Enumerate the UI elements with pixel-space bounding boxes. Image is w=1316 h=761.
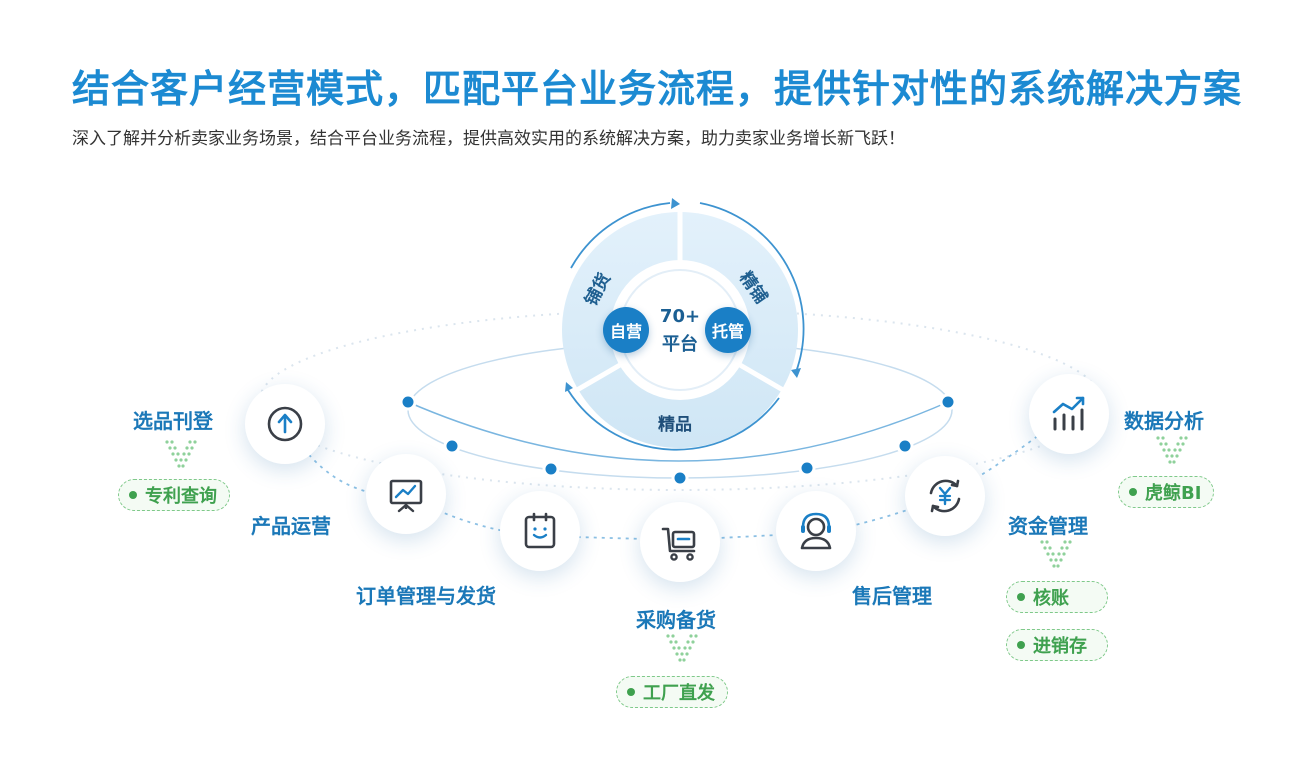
orbit-dot bbox=[939, 393, 957, 411]
node-finance[interactable] bbox=[905, 456, 985, 536]
chevron-down-icon bbox=[1156, 436, 1188, 464]
bar-chart-trend-icon bbox=[1052, 396, 1085, 431]
tag-label: 工厂直发 bbox=[643, 683, 715, 704]
label-purchasing: 采购备货 bbox=[636, 608, 716, 632]
orbit-dot bbox=[896, 437, 914, 455]
lower-arc bbox=[407, 401, 949, 462]
segment-label-jingpin: 精品 bbox=[658, 415, 692, 435]
tag-inventory[interactable]: 进销存 bbox=[1006, 629, 1108, 661]
label-aftersales: 售后管理 bbox=[852, 584, 932, 608]
chevron-down-icon bbox=[666, 634, 698, 662]
node-order-mgmt[interactable] bbox=[500, 491, 580, 571]
core-ring bbox=[562, 198, 805, 451]
page-subtitle: 深入了解并分析卖家业务场景，结合平台业务流程，提供高效实用的系统解决方案，助力卖… bbox=[72, 129, 905, 149]
tag-label: 进销存 bbox=[1033, 636, 1087, 657]
label-finance: 资金管理 bbox=[1008, 514, 1088, 538]
presentation-chart-icon bbox=[389, 479, 423, 513]
orbit-dot bbox=[542, 460, 560, 478]
label-selection-listing: 选品刊登 bbox=[133, 409, 213, 433]
node-purchasing[interactable] bbox=[640, 502, 720, 582]
node-selection-listing[interactable] bbox=[245, 384, 325, 464]
chevron-down-icon bbox=[165, 440, 197, 468]
tag-label: 虎鲸BI bbox=[1145, 483, 1202, 504]
tag-patent-search[interactable]: 专利查询 bbox=[118, 479, 230, 511]
bullet-dot bbox=[627, 688, 635, 696]
node-aftersales[interactable] bbox=[776, 491, 856, 571]
pill-tuoguan[interactable]: 托管 bbox=[705, 307, 751, 353]
tag-factory-direct[interactable]: 工厂直发 bbox=[616, 676, 728, 708]
clipboard-face-icon bbox=[524, 512, 556, 549]
orbit-dot bbox=[399, 393, 417, 411]
chevron-down-icon bbox=[1040, 540, 1072, 568]
orbit-dot bbox=[798, 459, 816, 477]
tag-reconciliation[interactable]: 核账 bbox=[1006, 581, 1108, 613]
center-platform: 平台 bbox=[662, 334, 698, 355]
tag-huojing-bi[interactable]: 虎鲸BI bbox=[1118, 476, 1215, 508]
node-data-analysis[interactable] bbox=[1029, 374, 1109, 454]
label-product-ops: 产品运营 bbox=[251, 514, 331, 538]
node-product-ops[interactable] bbox=[366, 454, 446, 534]
orbit-dot bbox=[443, 437, 461, 455]
bullet-dot bbox=[1017, 593, 1025, 601]
node-path bbox=[285, 411, 1069, 541]
label-order-mgmt: 订单管理与发货 bbox=[356, 584, 496, 608]
tag-label: 核账 bbox=[1033, 588, 1069, 609]
orbit-dot bbox=[671, 469, 689, 487]
bullet-dot bbox=[129, 491, 137, 499]
label-data-analysis: 数据分析 bbox=[1124, 409, 1204, 433]
page-title: 结合客户经营模式，匹配平台业务流程，提供针对性的系统解决方案 bbox=[72, 67, 1243, 111]
arrow-up-circle-icon bbox=[267, 406, 303, 442]
yen-cycle-icon bbox=[929, 479, 961, 513]
pill-ziying[interactable]: 自营 bbox=[603, 307, 649, 353]
headset-icon bbox=[800, 512, 832, 550]
bullet-dot bbox=[1129, 488, 1137, 496]
cart-icon bbox=[661, 527, 696, 561]
tag-label: 专利查询 bbox=[145, 486, 217, 507]
bullet-dot bbox=[1017, 641, 1025, 649]
center-count: 70+ bbox=[659, 306, 701, 327]
